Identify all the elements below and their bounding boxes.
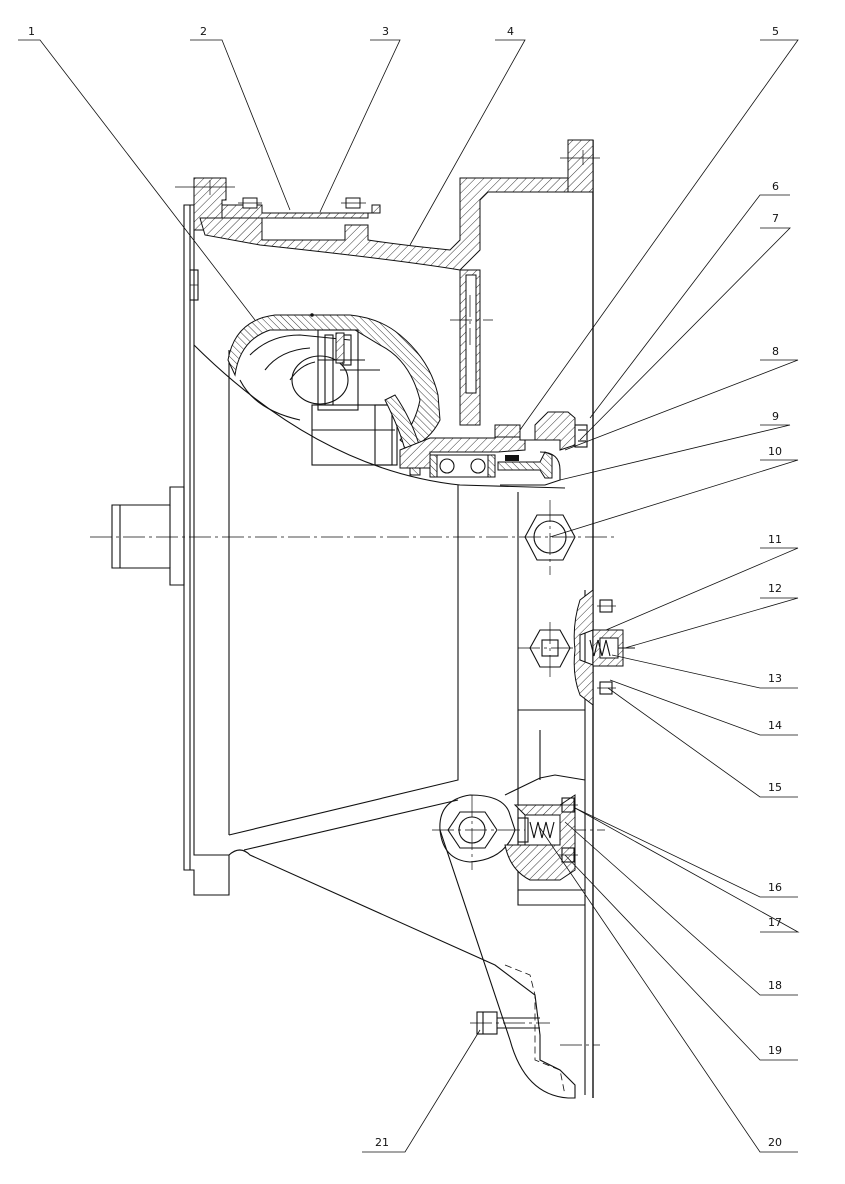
callout-2: 2 bbox=[200, 25, 207, 38]
callout-21: 21 bbox=[375, 1136, 389, 1149]
callout-6: 6 bbox=[772, 180, 779, 193]
callout-7: 7 bbox=[772, 212, 779, 225]
callout-10: 10 bbox=[768, 445, 782, 458]
callout-19: 19 bbox=[768, 1044, 782, 1057]
valve-assembly-lower bbox=[432, 774, 605, 881]
callout-15: 15 bbox=[768, 781, 782, 794]
callout-13: 13 bbox=[768, 672, 782, 685]
callout-3: 3 bbox=[382, 25, 389, 38]
callout-5: 5 bbox=[772, 25, 779, 38]
callout-labels: 1 2 3 4 5 6 7 8 9 10 11 12 13 14 15 16 1… bbox=[28, 25, 782, 1149]
callout-14: 14 bbox=[768, 719, 782, 732]
callout-4: 4 bbox=[507, 25, 514, 38]
callout-17: 17 bbox=[768, 916, 782, 929]
callout-18: 18 bbox=[768, 979, 782, 992]
callout-1: 1 bbox=[28, 25, 35, 38]
callout-8: 8 bbox=[772, 345, 779, 358]
bottom-bolt bbox=[470, 1011, 600, 1046]
housing bbox=[111, 139, 594, 1099]
shaft-bearing bbox=[399, 411, 588, 486]
valve-assembly-upper bbox=[518, 588, 635, 707]
top-housing bbox=[175, 139, 600, 426]
callout-11: 11 bbox=[768, 533, 782, 546]
callout-leaders bbox=[18, 39, 800, 1153]
callout-16: 16 bbox=[768, 881, 782, 894]
misc-details bbox=[189, 269, 314, 317]
coupling-assembly bbox=[227, 314, 441, 466]
shaft-nut bbox=[90, 500, 615, 575]
callout-20: 20 bbox=[768, 1136, 782, 1149]
callout-12: 12 bbox=[768, 582, 782, 595]
callout-9: 9 bbox=[772, 410, 779, 423]
